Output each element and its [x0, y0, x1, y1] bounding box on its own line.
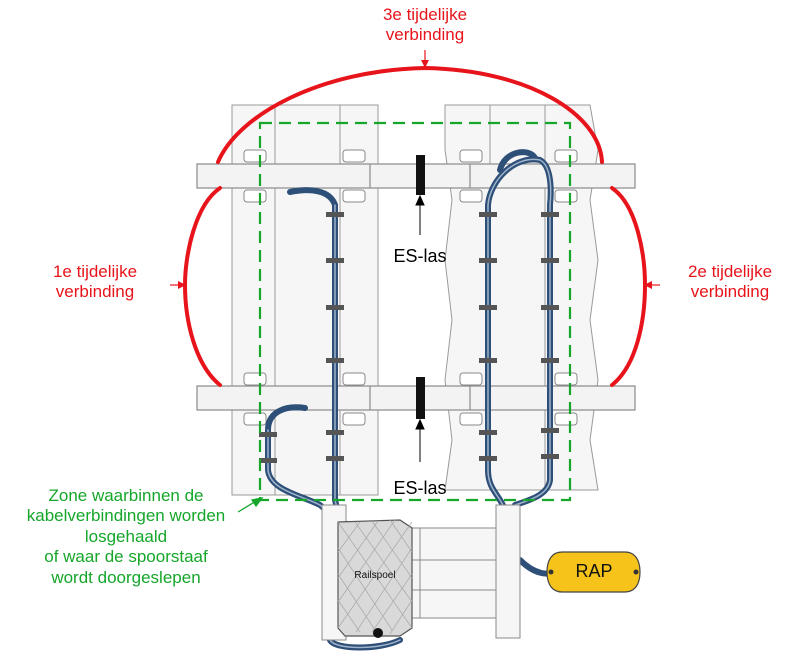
es-las-label-top: ES-las	[393, 246, 447, 266]
es-las-weld-top	[416, 155, 425, 195]
connection-2-label: 2e tijdelijke verbinding	[660, 262, 800, 303]
zone-label-line5: wordt doorgeslepen	[51, 567, 201, 587]
connection-2	[610, 186, 648, 387]
connection-1	[182, 186, 222, 387]
connection-3-label-line1: 3e tijdelijke	[382, 5, 468, 24]
es-las-label-bottom: ES-las	[393, 478, 447, 498]
connection-3-label-line2: verbinding	[385, 25, 465, 45]
zone-label-line2: kabelverbindingen worden	[26, 506, 226, 526]
zone-label-line3: losgehaald	[84, 526, 168, 546]
connection-2-label-line2: verbinding	[690, 282, 770, 302]
connection-2-label-line1: 2e tijdelijke	[687, 262, 773, 281]
es-las-arrows	[415, 194, 425, 462]
rap-label: RAP	[575, 561, 613, 581]
zone-label-line4: of waar de spoorstaaf	[44, 547, 208, 567]
connection-1-label-line2: verbinding	[55, 282, 135, 302]
railspoel-box	[337, 519, 413, 638]
zone-arrow	[237, 497, 264, 513]
es-las-weld-bottom	[416, 377, 425, 419]
connection-arrows	[170, 50, 660, 289]
cable-clamps	[259, 212, 559, 463]
zone-boundary	[258, 121, 572, 502]
zone-label-line1: Zone waarbinnen de	[48, 486, 204, 505]
railspoel-label: Railspoel	[354, 570, 396, 581]
connection-3-label: 3e tijdelijke verbinding	[355, 5, 495, 46]
connection-1-label-line1: 1e tijdelijke	[52, 262, 138, 281]
connection-1-label: 1e tijdelijke verbinding	[20, 262, 170, 303]
rap-device	[546, 551, 641, 593]
zone-label: Zone waarbinnen de kabelverbindingen wor…	[0, 486, 252, 588]
